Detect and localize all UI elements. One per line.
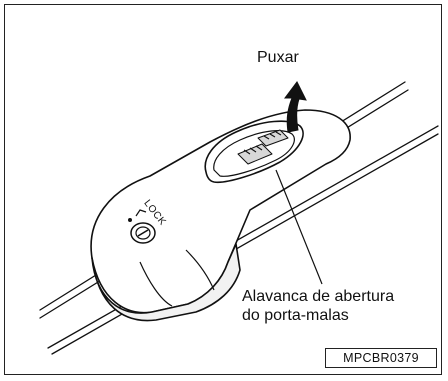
lever-label: Alavanca de abertura do porta-malas	[242, 287, 394, 325]
figure-code: MPCBR0379	[325, 348, 437, 368]
floor-rail-lower	[47, 125, 439, 349]
pull-arrow-icon	[284, 81, 307, 133]
lever-leader-line	[275, 169, 323, 285]
floor-rail-lower-2	[51, 133, 439, 355]
key-cylinder	[130, 222, 156, 244]
lock-symbol-icon	[128, 209, 147, 223]
pull-label: Puxar	[257, 49, 299, 66]
lever-label-line1: Alavanca de abertura	[242, 288, 395, 305]
lever-label-line2: do porta-malas	[242, 307, 349, 324]
trunk-lever	[204, 120, 304, 184]
trunk-opener-console	[90, 109, 351, 322]
